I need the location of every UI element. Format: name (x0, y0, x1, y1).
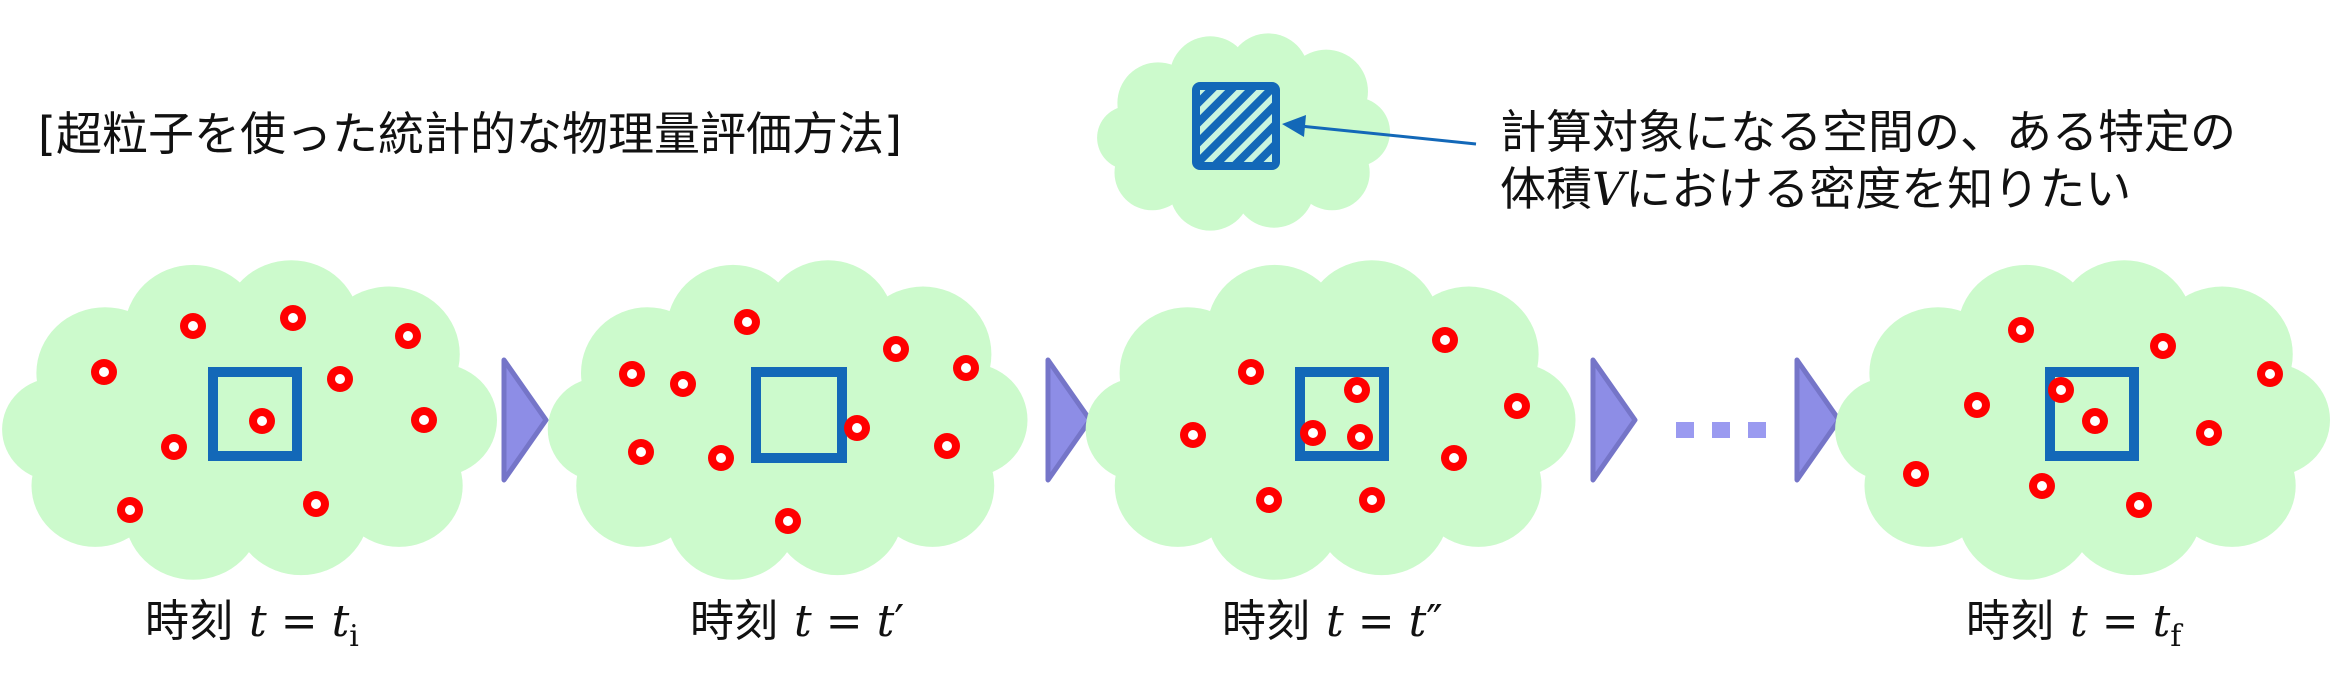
particle-dot (117, 497, 143, 523)
pointer-arrow (1282, 115, 1477, 146)
particle-dot (1344, 377, 1370, 403)
step-arrow (1045, 357, 1093, 483)
time-variable: t (1326, 596, 1344, 647)
particle-dot (180, 313, 206, 339)
particle-dot (775, 508, 801, 534)
particle-dot (708, 445, 734, 471)
time-prime: ′ (894, 596, 904, 647)
particle-dot (1238, 359, 1264, 385)
ellipsis-dot (1748, 422, 1766, 438)
particle-dot (303, 491, 329, 517)
step-arrow (501, 357, 549, 483)
time-variable: t (794, 596, 812, 647)
volume-box (1295, 367, 1389, 461)
time-subscript: f (2170, 619, 2183, 654)
ellipsis-dot (1676, 422, 1694, 438)
particle-dot (2048, 377, 2074, 403)
annotation-line-2: 体積Vにおける密度を知りたい (1500, 162, 2131, 216)
particle-dot (395, 323, 421, 349)
time-label: 時刻 (145, 596, 233, 647)
particle-dot (1432, 327, 1458, 353)
annotation-variable-v: V (1592, 162, 1630, 216)
particle-dot (670, 371, 696, 397)
equals-sign: = (2102, 596, 2139, 647)
step-arrow (1794, 357, 1842, 483)
time-value: t (2153, 596, 2171, 647)
particle-dot (1441, 445, 1467, 471)
reference-cloud (1097, 33, 1390, 231)
time-variable: t (2070, 596, 2088, 647)
particle-dot (91, 359, 117, 385)
particle-dot (2150, 333, 2176, 359)
particle-dot (1347, 424, 1373, 450)
time-value: t (332, 596, 350, 647)
particle-dot (2082, 408, 2108, 434)
equals-sign: = (1358, 596, 1395, 647)
volume-box (208, 367, 302, 461)
annotation-line-2-suffix: における密度を知りたい (1625, 162, 2131, 216)
particle-dot (1180, 422, 1206, 448)
particle-dot (1504, 393, 1530, 419)
particle-dot (327, 366, 353, 392)
time-label: 時刻 (1966, 596, 2054, 647)
cloud-shape (1085, 260, 1576, 580)
particle-dot (2257, 361, 2283, 387)
equals-sign: = (826, 596, 863, 647)
hatched-volume-icon (1192, 82, 1280, 170)
equals-sign: = (281, 596, 318, 647)
step-arrow (1590, 357, 1638, 483)
particle-dot (934, 433, 960, 459)
particle-dot (2196, 420, 2222, 446)
particle-dot (1964, 392, 1990, 418)
particle-dot (2008, 317, 2034, 343)
time-subscript: i (349, 619, 359, 654)
annotation-line-1: 計算対象になる空間の、ある特定の (1500, 105, 2236, 159)
time-value: t (1409, 596, 1427, 647)
time-double-prime: ″ (1426, 596, 1442, 647)
time-label: 時刻 (1222, 596, 1310, 647)
annotation-line-2-prefix: 体積 (1500, 162, 1592, 216)
particle-dot (734, 309, 760, 335)
particle-dot (1300, 420, 1326, 446)
particle-dot (628, 439, 654, 465)
time-label: 時刻 (690, 596, 778, 647)
particle-dot (2126, 492, 2152, 518)
time-variable: t (249, 596, 267, 647)
particle-dot (619, 361, 645, 387)
particle-dot (1256, 487, 1282, 513)
ellipsis-dot (1712, 422, 1730, 438)
particle-dot (883, 336, 909, 362)
particle-dot (1903, 461, 1929, 487)
ellipsis-dots (1676, 422, 1766, 438)
time-value: t (877, 596, 895, 647)
particle-dot (249, 408, 275, 434)
particle-dot (280, 305, 306, 331)
particle-dot (161, 434, 187, 460)
volume-box (2045, 367, 2139, 461)
diagram-title: [超粒子を使った統計的な物理量評価方法] (38, 107, 902, 161)
particle-dot (953, 355, 979, 381)
volume-box (751, 367, 847, 463)
particle-dot (411, 407, 437, 433)
particle-dot (2029, 473, 2055, 499)
particle-dot (1359, 487, 1385, 513)
particle-dot (844, 415, 870, 441)
